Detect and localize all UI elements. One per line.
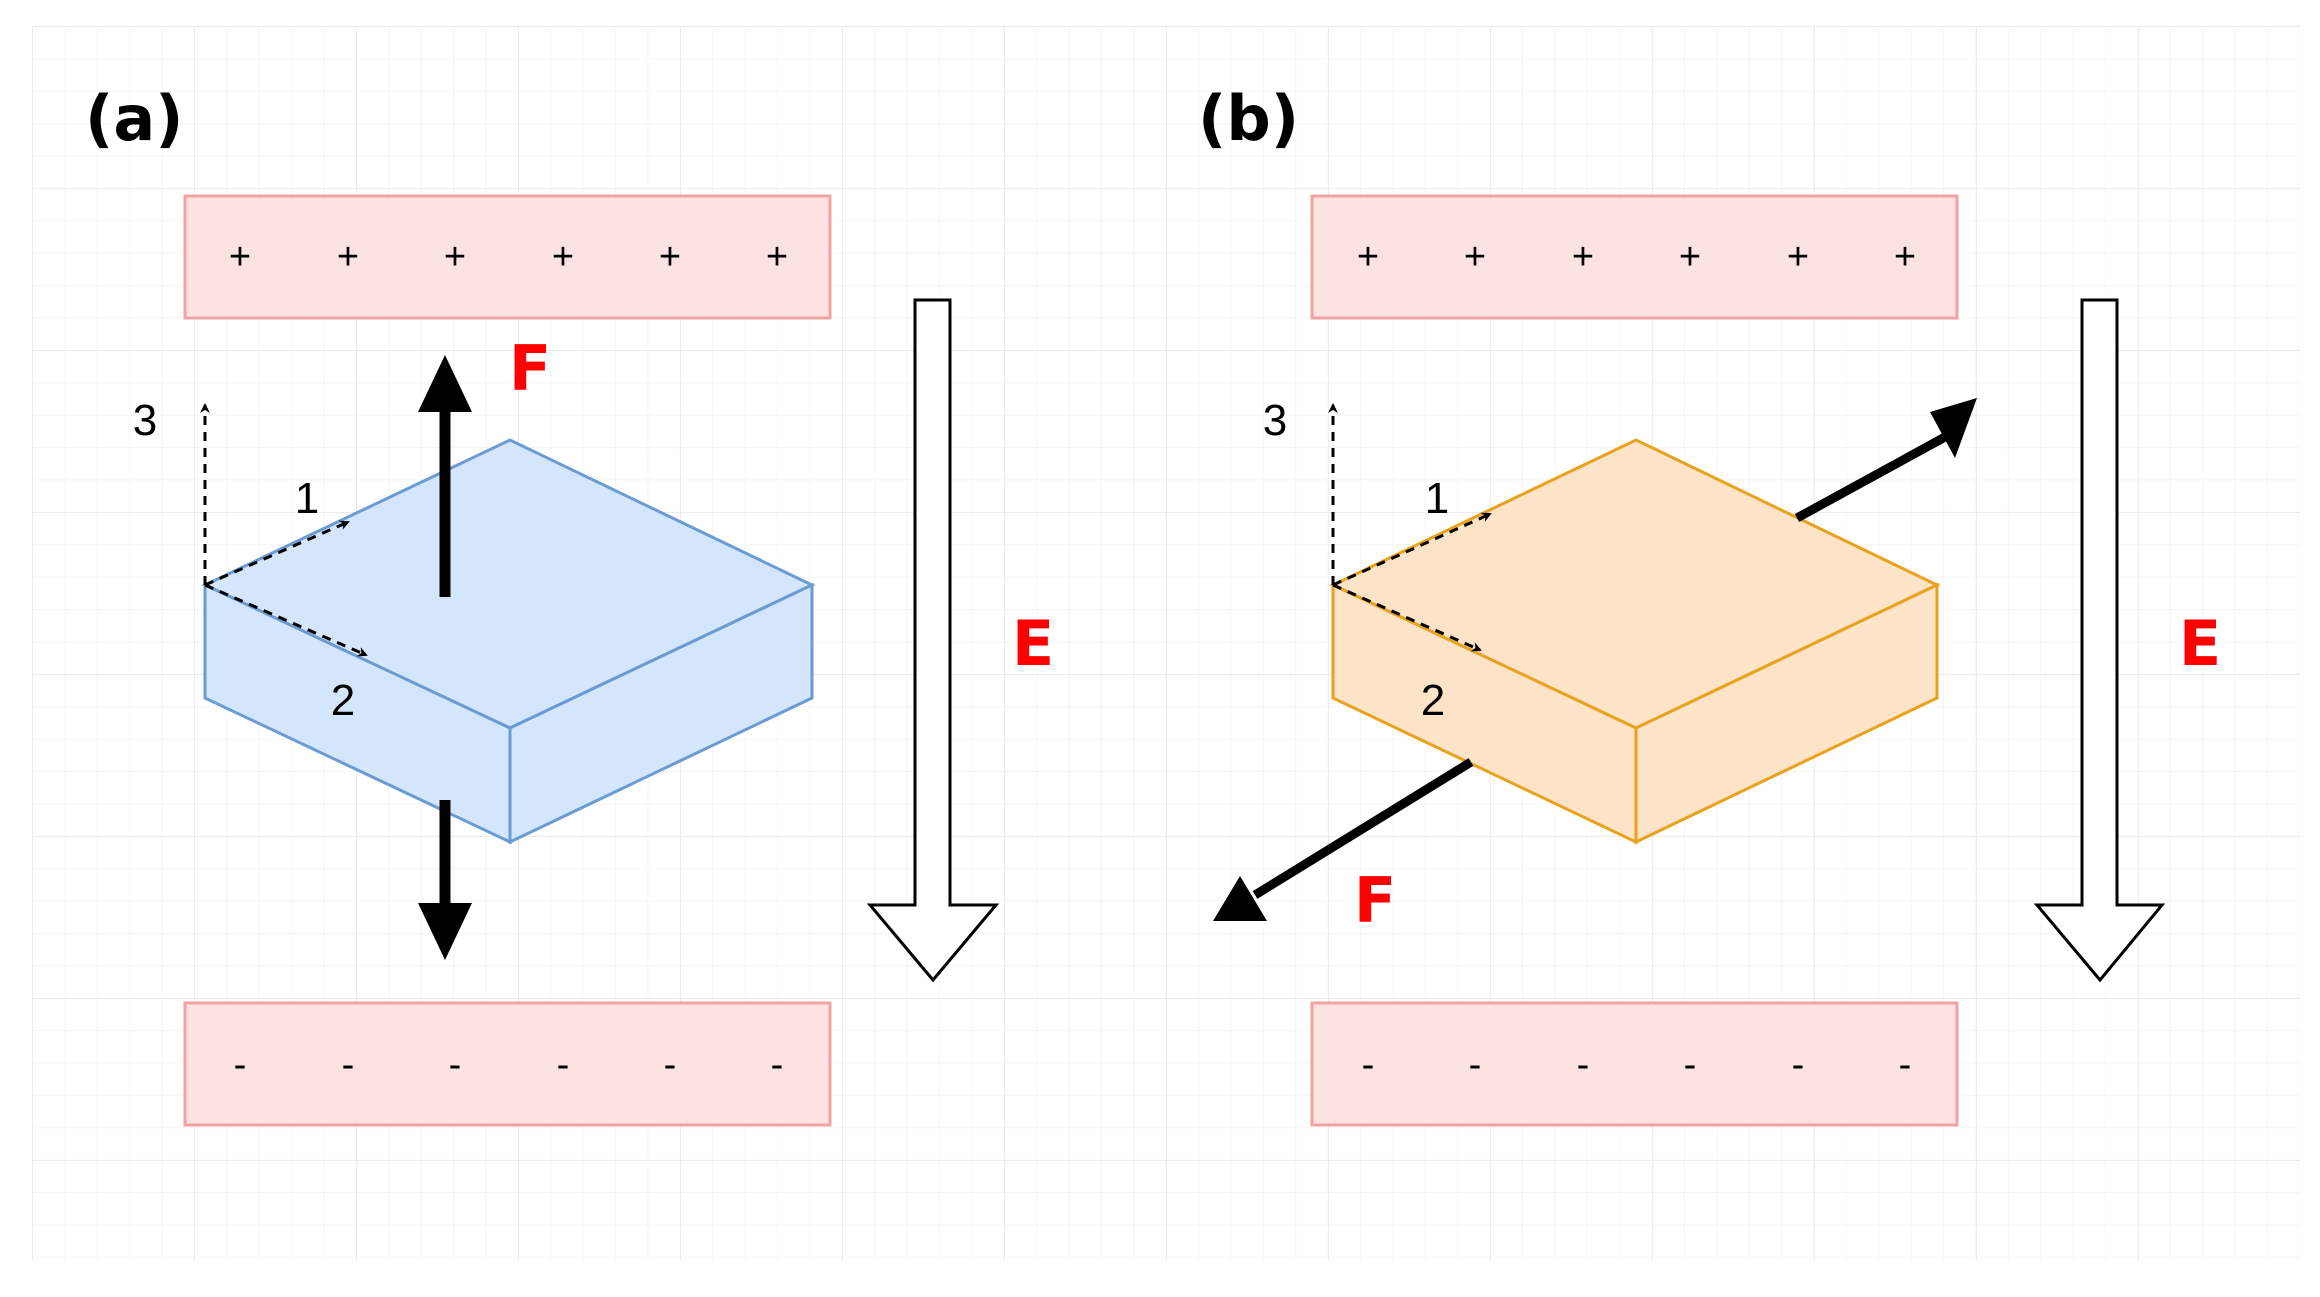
electric-field-arrow-a: E: [866, 298, 1054, 983]
coordinate-axes-b: 3 1 2: [1263, 396, 1492, 725]
axis-2-label: 2: [1421, 676, 1445, 725]
piezo-block-b: [1329, 438, 1941, 845]
field-label: E: [2179, 607, 2221, 680]
panel-b-label: (b): [1198, 82, 1299, 155]
minus-sign: -: [1362, 1044, 1375, 1086]
axis-3-label: 3: [1263, 396, 1287, 445]
electric-field-arrow-b: E: [2033, 298, 2221, 983]
minus-sign: -: [557, 1044, 570, 1086]
panel-a: (a) + + + + + + - - - - - -: [85, 82, 1054, 1127]
negative-plate-b: - - - - - -: [1310, 1001, 1959, 1127]
panel-b: (b) + + + + + + - - - - - -: [1198, 82, 2221, 1127]
minus-sign: -: [1792, 1044, 1805, 1086]
axis-1-label: 1: [1425, 474, 1449, 523]
minus-sign: -: [1469, 1044, 1482, 1086]
plus-sign: +: [444, 236, 466, 278]
minus-sign: -: [771, 1044, 784, 1086]
minus-sign: -: [1577, 1044, 1590, 1086]
negative-plate-a: - - - - - -: [183, 1001, 832, 1127]
plus-sign: +: [1572, 236, 1594, 278]
upper-right-arrowhead: [1930, 398, 1977, 458]
axis-1-label: 1: [295, 474, 319, 523]
minus-sign: -: [234, 1044, 247, 1086]
plus-sign: +: [766, 236, 788, 278]
plus-sign: +: [1787, 236, 1809, 278]
force-label: F: [1354, 864, 1396, 937]
force-arrows-a: F: [418, 332, 551, 960]
axis-3-label: 3: [133, 396, 157, 445]
force-label: F: [509, 332, 551, 405]
plus-sign: +: [1679, 236, 1701, 278]
minus-sign: -: [1899, 1044, 1912, 1086]
minus-sign: -: [664, 1044, 677, 1086]
positive-plate-b: + + + + + +: [1310, 194, 1959, 320]
up-arrowhead: [418, 355, 472, 412]
plus-sign: +: [1357, 236, 1379, 278]
lower-left-arrowhead: [1213, 876, 1267, 921]
plus-sign: +: [1894, 236, 1916, 278]
axis-2-label: 2: [331, 676, 355, 725]
plus-sign: +: [552, 236, 574, 278]
panel-a-label: (a): [85, 82, 184, 155]
plus-sign: +: [1464, 236, 1486, 278]
force-arrows-b: F: [1213, 398, 1977, 937]
positive-plate-a: + + + + + +: [183, 194, 832, 320]
plus-sign: +: [337, 236, 359, 278]
minus-sign: -: [342, 1044, 355, 1086]
plus-sign: +: [229, 236, 251, 278]
minus-sign: -: [1684, 1044, 1697, 1086]
plus-sign: +: [659, 236, 681, 278]
coordinate-axes-a: 3 1 2: [133, 396, 368, 725]
down-arrowhead: [418, 903, 472, 960]
field-label: E: [1012, 607, 1054, 680]
minus-sign: -: [449, 1044, 462, 1086]
